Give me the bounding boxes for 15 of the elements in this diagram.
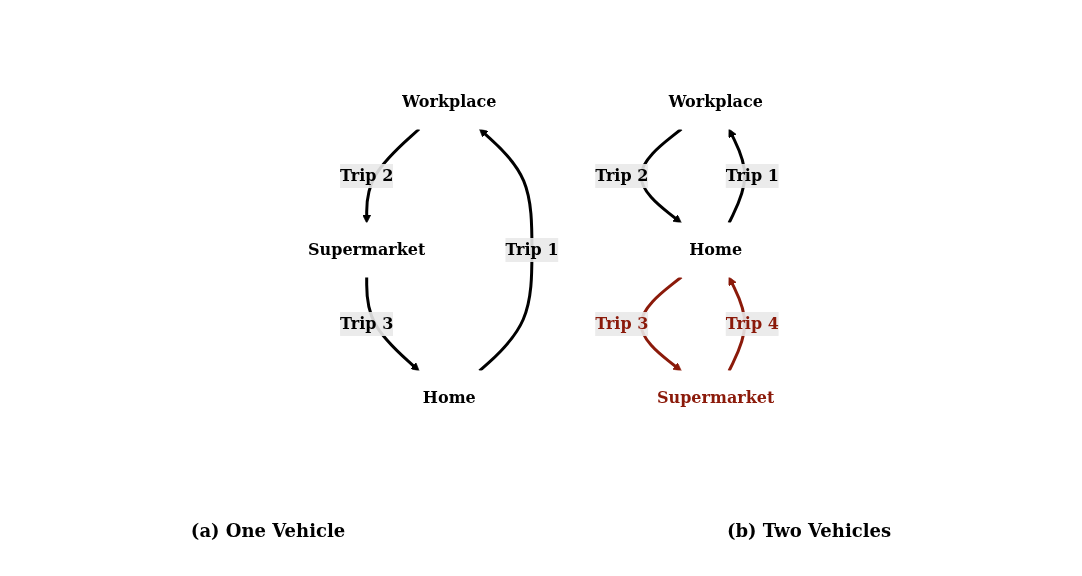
edge-label: Trip 4 bbox=[725, 313, 779, 333]
node-text: Home bbox=[689, 239, 742, 259]
edge-label: Trip 2 bbox=[595, 166, 649, 185]
edge-label: Trip 2 bbox=[339, 166, 394, 185]
edge-label: Trip 3 bbox=[339, 313, 394, 333]
node-text: Home bbox=[422, 387, 476, 407]
edge-label: Trip 3 bbox=[595, 313, 649, 333]
node-text: Supermarket bbox=[307, 239, 426, 259]
node-text: Supermarket bbox=[656, 387, 775, 407]
node-text: Workplace bbox=[668, 92, 763, 111]
edge-label: Trip 1 bbox=[505, 239, 559, 259]
node-text: Workplace bbox=[401, 92, 497, 111]
caption: (b) Two Vehicles bbox=[726, 519, 892, 541]
caption: (a) One Vehicle bbox=[190, 519, 346, 541]
edge-label: Trip 1 bbox=[725, 166, 779, 185]
